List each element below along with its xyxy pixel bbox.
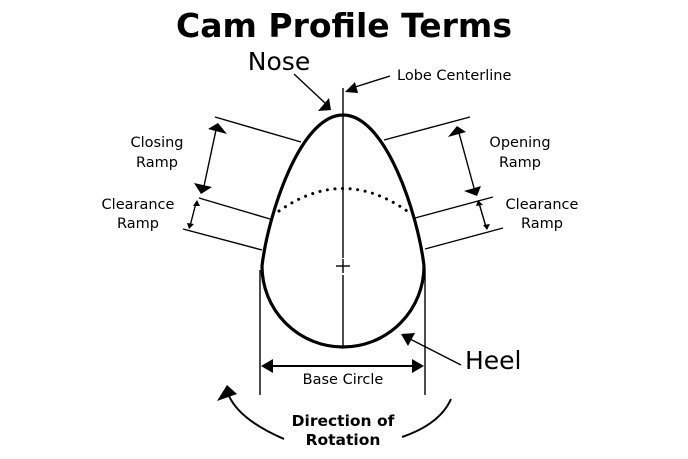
closing-ramp-arrowhead-top [208,123,227,134]
opening-ramp-label-line1: Opening [489,135,550,151]
base-circle-arrowhead-left [261,359,273,373]
lobe-centerline-arrowhead [345,82,358,93]
opening-ramp-dimension-line [458,132,475,189]
clearance-ramp-right-label-line1: Clearance [506,197,579,213]
lobe-centerline-pointer-line [351,75,391,89]
clearance-ramp-left-label-line1: Clearance [102,197,175,213]
base-circle-arrowhead-right [412,359,424,373]
closing-ramp-arrowhead-bottom [194,183,212,194]
clearance-ramp-ext-bottom-left [182,228,263,251]
opening-ramp-arrowhead-top [448,126,466,137]
opening-ramp-arrowhead-bottom [464,186,481,196]
clearance-ramp-right-dimension-line [478,202,487,228]
heel-pointer-line [409,338,462,366]
clearance-ramp-ext-bottom-right [424,227,504,250]
heel-arrowhead [401,333,415,346]
rotation-arc-left [228,395,285,440]
nose-arrowhead [318,98,331,111]
cam-lobe-outline [260,113,426,349]
closing-ramp-ext-bottom [198,197,271,220]
nose-pointer-line [293,73,326,104]
rotation-arc-right [401,398,452,438]
rotation-label-line1: Direction of [292,412,395,430]
diagram-title: Cam Profile Terms [176,6,512,45]
base-circle-label: Base Circle [303,372,384,388]
clearance-ramp-right-arrowhead-top [476,200,483,206]
clearance-ramp-left-arrowhead-top [193,200,200,206]
closing-ramp-label-line1: Closing [130,135,183,151]
clearance-ramp-left-arrowhead-bottom [187,223,194,229]
clearance-ramp-right-label-line2: Ramp [521,216,563,232]
heel-label: Heel [465,346,522,375]
closing-ramp-label-line2: Ramp [136,155,178,171]
rotation-label-line2: Rotation [306,431,381,449]
clearance-ramp-left-label-line2: Ramp [117,216,159,232]
clearance-ramp-left-dimension-line [189,202,197,227]
opening-ramp-ext-bottom [414,196,494,219]
opening-ramp-ext-top [383,116,471,141]
rotation-arrowhead [217,385,237,401]
nose-label: Nose [248,47,310,76]
opening-ramp-label-line2: Ramp [499,155,541,171]
lobe-centerline-label: Lobe Centerline [397,68,511,84]
clearance-ramp-right-arrowhead-bottom [483,224,490,230]
closing-ramp-dimension-line [203,129,217,187]
closing-ramp-ext-top [214,116,302,143]
